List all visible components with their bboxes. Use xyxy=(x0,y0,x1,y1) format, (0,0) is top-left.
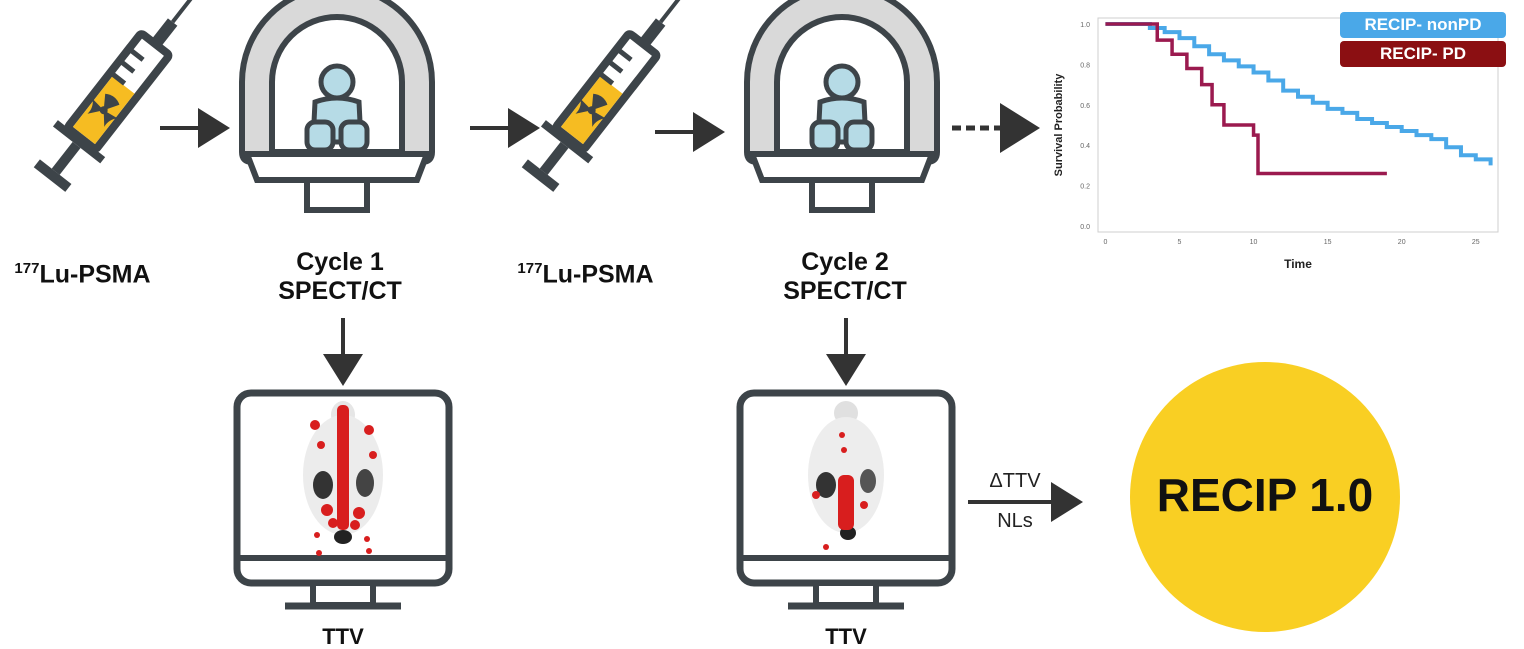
ttv-label-2: TTV xyxy=(825,624,867,649)
syringe-icon-1 xyxy=(26,0,216,198)
nls-label: NLs xyxy=(997,510,1033,532)
recip-circle xyxy=(1130,362,1400,632)
x-tick-label: 20 xyxy=(1398,239,1406,246)
spect-scan-1 xyxy=(303,401,383,556)
series-line-nonpd xyxy=(1105,22,1493,166)
scanner-icon-2 xyxy=(747,0,937,210)
spect-scan-2 xyxy=(808,401,884,550)
chart-frame xyxy=(1097,17,1499,233)
scanner-icon-1 xyxy=(242,0,432,210)
x-axis-label: Time xyxy=(1284,257,1312,271)
x-tick-label: 5 xyxy=(1178,239,1182,246)
y-tick-label: 0.8 xyxy=(1080,62,1090,69)
y-tick-label: 1.0 xyxy=(1080,22,1090,29)
ttv-label-1: TTV xyxy=(322,624,364,649)
series-line-pd xyxy=(1105,22,1387,176)
legend-pd: RECIP- PD xyxy=(1340,41,1506,67)
legend-nonpd: RECIP- nonPD xyxy=(1340,12,1506,38)
x-tick-label: 0 xyxy=(1103,239,1107,246)
x-tick-label: 25 xyxy=(1472,239,1480,246)
y-axis-label: Survival Probability xyxy=(1053,73,1065,177)
drug-label-1: 177Lu-PSMA xyxy=(14,260,151,289)
x-tick-label: 15 xyxy=(1324,239,1332,246)
delta-ttv-label: ΔTTV xyxy=(989,470,1041,492)
y-tick-label: 0.2 xyxy=(1080,184,1090,191)
syringe-icon-2 xyxy=(514,0,704,198)
recip-title: RECIP 1.0 xyxy=(1156,469,1374,521)
y-tick-label: 0.0 xyxy=(1080,224,1090,231)
y-tick-label: 0.6 xyxy=(1080,103,1090,110)
y-tick-label: 0.4 xyxy=(1080,143,1090,150)
x-tick-label: 10 xyxy=(1250,239,1258,246)
drug-label-2: 177Lu-PSMA xyxy=(517,260,654,289)
